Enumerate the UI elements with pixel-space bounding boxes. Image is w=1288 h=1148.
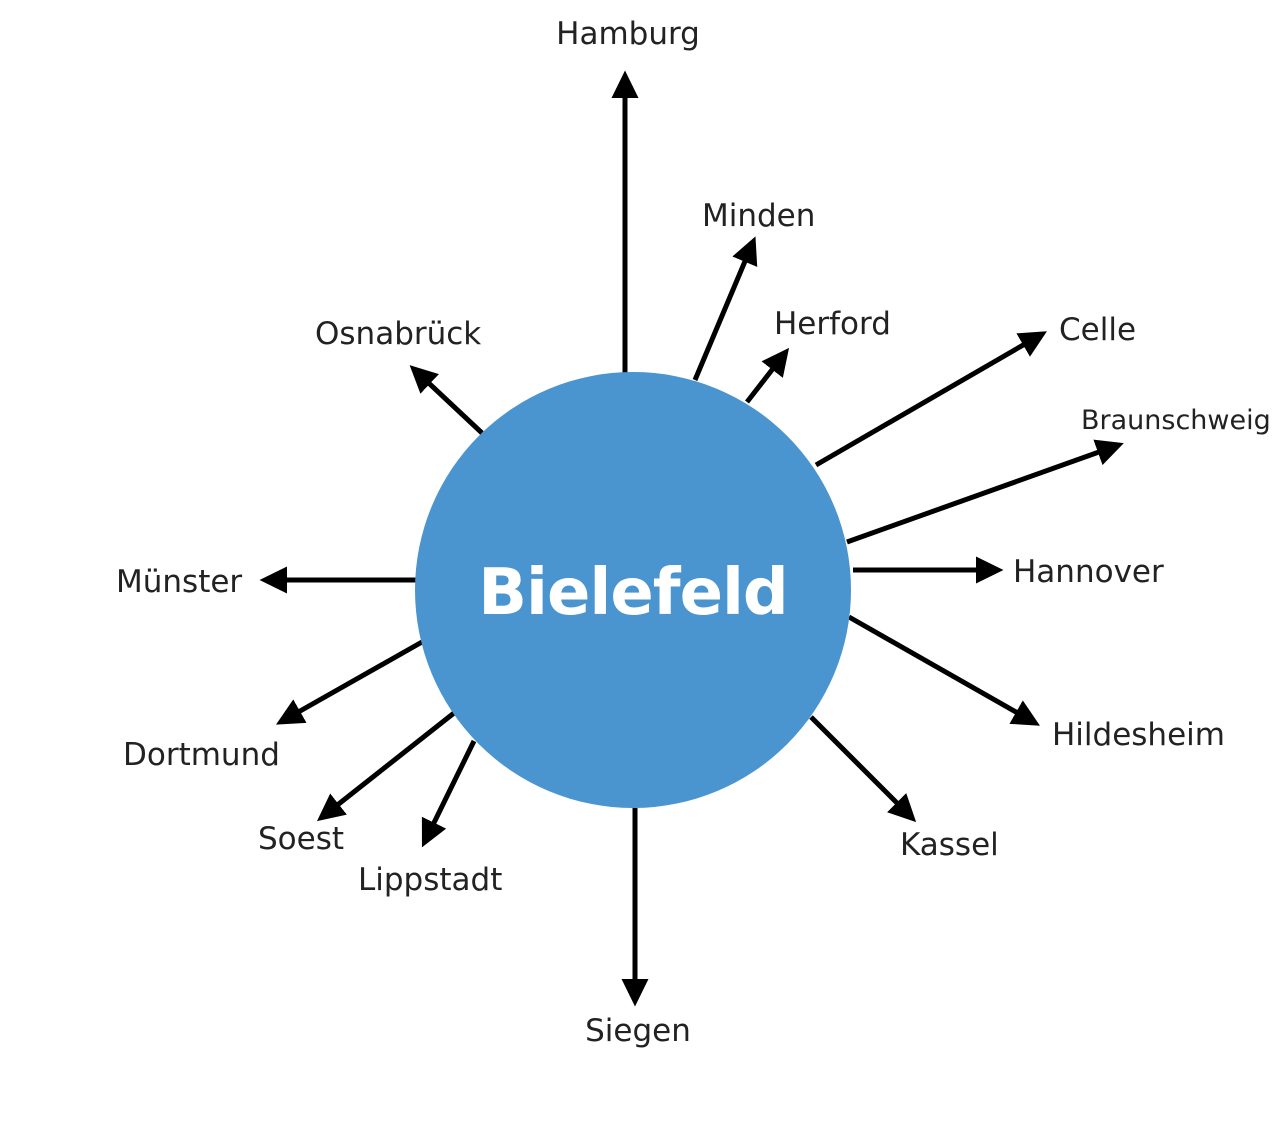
city-labels: Hamburg Minden Herford Celle Braunschwei… [116,16,1271,1049]
arrow-minden [692,236,758,381]
city-label-muenster: Münster [116,564,242,600]
city-label-lippstadt: Lippstadt [358,862,502,898]
city-label-siegen: Siegen [585,1013,691,1049]
city-label-hildesheim: Hildesheim [1052,717,1225,753]
arrow-kassel [809,715,917,823]
center-label: Bielefeld [478,556,787,630]
city-label-celle: Celle [1059,312,1136,348]
city-label-kassel: Kassel [900,827,999,863]
city-label-osnabrueck: Osnabrück [315,316,481,352]
city-label-dortmund: Dortmund [123,737,280,773]
arrow-celle [814,331,1047,468]
city-label-braunschweig: Braunschweig [1081,405,1271,436]
arrow-braunschweig [846,439,1124,545]
city-label-minden: Minden [702,198,815,234]
city-label-hamburg: Hamburg [556,16,700,52]
city-label-herford: Herford [774,306,891,342]
arrow-lippstadt [421,739,477,848]
arrow-osnabrueck [409,365,484,435]
city-label-hannover: Hannover [1013,554,1164,590]
arrows [259,70,1124,1007]
arrow-herford [745,347,790,404]
center-circle [415,372,851,808]
arrow-dortmund [275,639,424,725]
arrow-soest [316,711,456,822]
arrow-hildesheim [847,614,1040,726]
city-label-soest: Soest [258,821,344,857]
